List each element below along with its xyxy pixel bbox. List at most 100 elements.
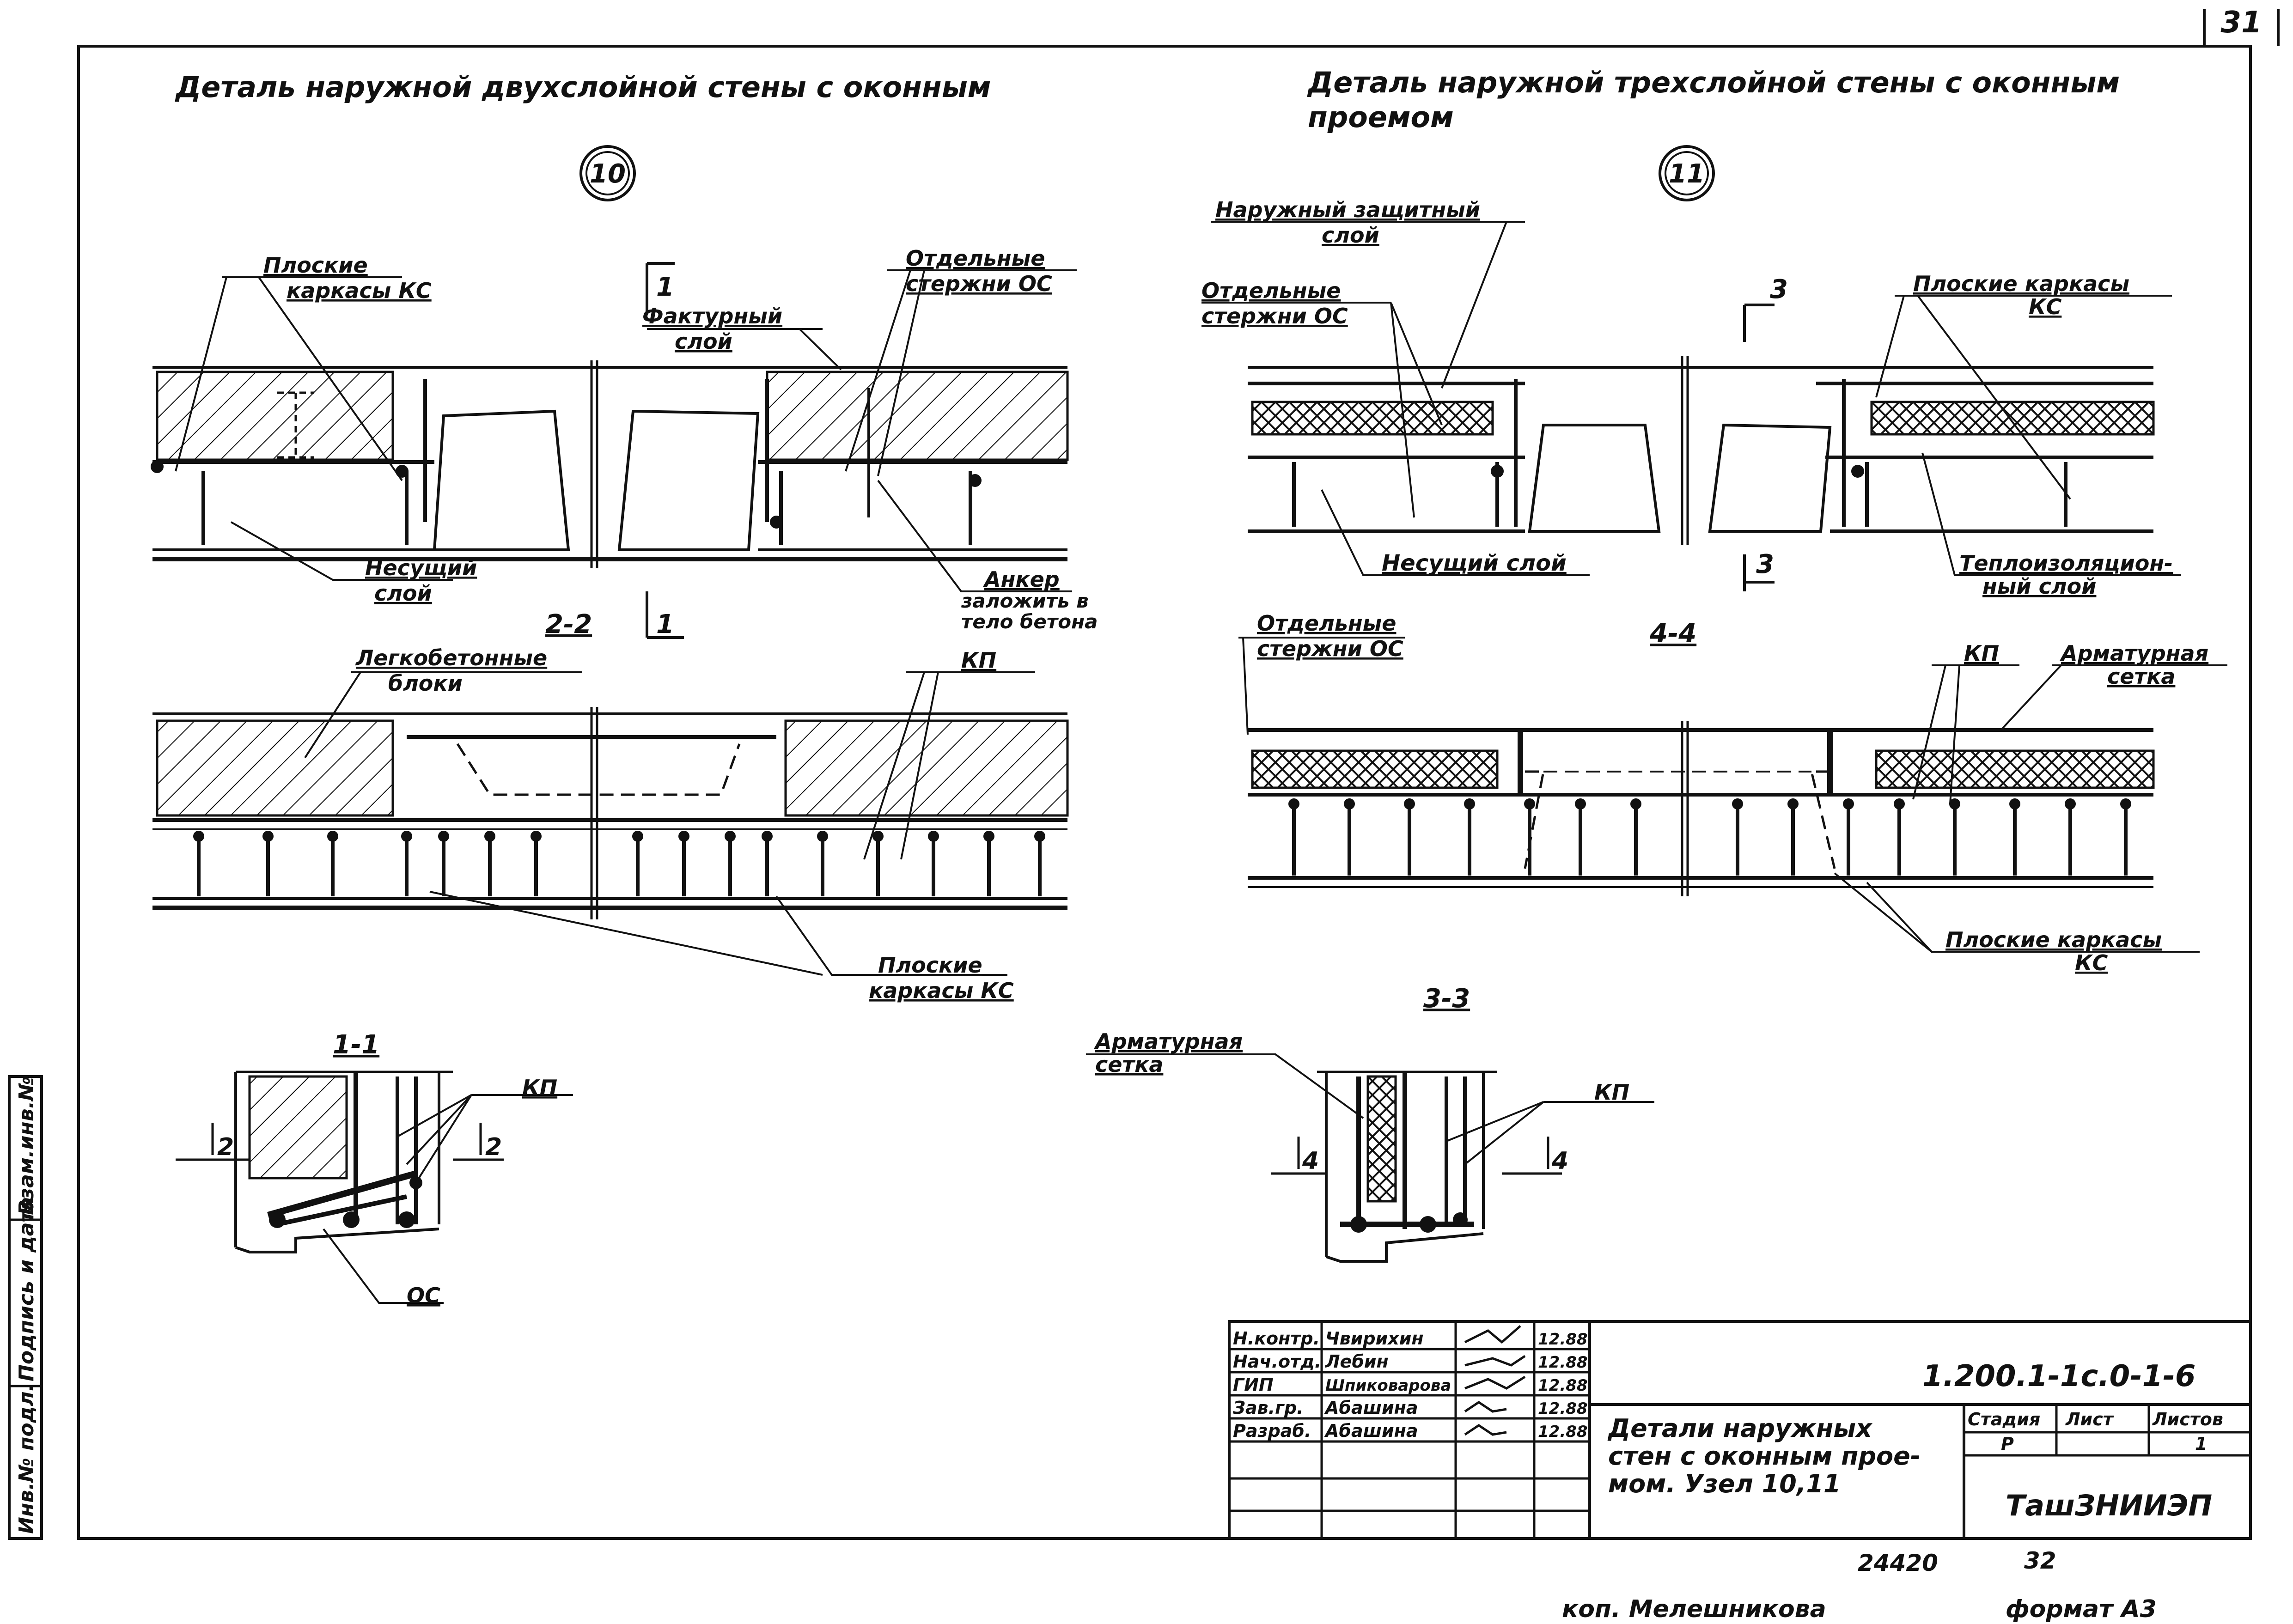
rebar-dot — [1288, 798, 1299, 809]
drawing-description-3: мом. Узел 10,11 — [1608, 1469, 1841, 1498]
svg-text:заложить в: заложить в — [961, 590, 1089, 612]
plan-node-11 — [1248, 356, 2155, 545]
rebar-dot — [438, 831, 449, 842]
svg-text:блоки: блоки — [388, 671, 463, 696]
callout-insulation: Теплоизоляцион- ный слой — [1921, 452, 2181, 599]
svg-text:Плоские: Плоские — [878, 953, 982, 978]
svg-text:Отдельные: Отдельные — [1257, 611, 1396, 636]
section-2-2-rods — [193, 831, 1045, 896]
svg-text:КС: КС — [2075, 950, 2108, 975]
page-number: 31 — [2220, 6, 2262, 40]
cut-mark-2-right: 2 — [485, 1133, 502, 1161]
cut-mark-2-left: 2 — [217, 1133, 234, 1161]
svg-text:Чвирихин: Чвирихин — [1325, 1328, 1424, 1349]
stage-header: Стадия — [1968, 1409, 2040, 1429]
svg-text:слой: слой — [374, 581, 432, 606]
svg-text:12.88: 12.88 — [1538, 1399, 1588, 1418]
callout-light-blocks: Легкобетонные блоки — [304, 645, 582, 759]
rebar-dot — [1344, 798, 1355, 809]
callout-separate-rods-right: Отдельные стержни ОС — [1201, 278, 1443, 518]
side-stamp: Инв.№ подл. Подпись и дата Взам.инв.№ — [8, 1075, 43, 1540]
svg-text:1: 1 — [656, 609, 674, 639]
sheet-format: формат А3 — [2006, 1595, 2157, 1623]
callout-kp-s33: КП — [1446, 1080, 1654, 1165]
cut-mark-4-left: 4 — [1302, 1147, 1319, 1175]
svg-text:Отдельные: Отдельные — [906, 246, 1045, 271]
rebar-dot — [983, 831, 994, 842]
svg-text:Абашина: Абашина — [1324, 1421, 1418, 1441]
sheets-header: Листов — [2152, 1409, 2223, 1429]
node-marker-11: 11 — [1659, 145, 1715, 201]
sheet-header: Лист — [2065, 1409, 2114, 1429]
svg-text:Плоские каркасы: Плоские каркасы — [1945, 927, 2162, 952]
section-4-4-rods — [1288, 798, 2131, 876]
drawing-description-1: Детали наружных — [1607, 1414, 1873, 1443]
title-block-names: Чвирихин Лебин Шпиковарова Абашина Абаши… — [1324, 1328, 1451, 1441]
rebar-dot — [193, 831, 204, 842]
rebar-dot — [632, 831, 643, 842]
svg-text:Несущий слой: Несущий слой — [1382, 550, 1567, 576]
svg-text:Шпиковарова: Шпиковарова — [1325, 1376, 1451, 1395]
rebar-dot — [1949, 798, 1960, 809]
cut-mark-1-top: 1 — [646, 262, 675, 314]
section-title-2-2: 2-2 — [545, 609, 592, 639]
stamp-replace: Взам.инв.№ — [15, 1077, 38, 1215]
cut-mark-4-right: 4 — [1551, 1147, 1568, 1175]
rebar-dot — [928, 831, 939, 842]
svg-text:Наружный защитный: Наружный защитный — [1215, 197, 1480, 222]
svg-text:стержни ОС: стержни ОС — [1201, 304, 1348, 328]
callout-facade-layer: Фактурный слой — [642, 304, 842, 371]
svg-text:слой: слой — [1322, 223, 1379, 248]
svg-text:3: 3 — [1770, 274, 1788, 304]
section-1-1 — [176, 1071, 504, 1253]
rebar-dot — [401, 831, 412, 842]
rebar-dot — [872, 831, 884, 842]
rebar-dot — [725, 831, 736, 842]
archive-sheet: 32 — [2024, 1547, 2056, 1574]
svg-text:Анкер: Анкер — [983, 567, 1060, 592]
rebar-dot — [1732, 798, 1743, 809]
drawing-code: 1.200.1-1с.0-1-6 — [1922, 1359, 2195, 1393]
svg-text:ный слой: ный слой — [1982, 574, 2096, 599]
rebar-dot — [1524, 798, 1535, 809]
svg-text:Зав.гр.: Зав.гр. — [1232, 1398, 1304, 1418]
svg-text:Арматурная: Арматурная — [2060, 641, 2208, 666]
rebar-dot — [2009, 798, 2020, 809]
stage-value: Р — [2001, 1434, 2014, 1454]
rebar-dot — [1404, 798, 1415, 809]
svg-text:12.88: 12.88 — [1538, 1353, 1588, 1372]
title-right-line2: проемом — [1308, 100, 1454, 134]
svg-text:Абашина: Абашина — [1324, 1398, 1418, 1418]
callout-kp-left: КП — [863, 648, 1035, 860]
svg-text:Н.контр.: Н.контр. — [1233, 1328, 1320, 1349]
cut-mark-3-bottom: 3 — [1743, 549, 1775, 591]
svg-text:КС: КС — [2029, 294, 2062, 319]
callout-flat-frames-bottom: Плоские каркасы КС — [429, 891, 1014, 1003]
svg-text:12.88: 12.88 — [1538, 1330, 1588, 1349]
stamp-signature: Подпись и дата — [15, 1197, 38, 1381]
callout-bearing-layer-right: Несущий слой — [1321, 489, 1590, 576]
node-marker-10: 10 — [579, 145, 636, 201]
sheet-frame — [77, 45, 2252, 1540]
rebar-dot — [262, 831, 274, 842]
svg-text:12.88: 12.88 — [1538, 1423, 1588, 1441]
callout-separate-rods-4-4: Отдельные стержни ОС — [1238, 611, 1405, 735]
rebar-dot — [1575, 798, 1586, 809]
sheets-value: 1 — [2195, 1434, 2207, 1454]
rebar-dot — [1630, 798, 1641, 809]
svg-text:Легкобетонные: Легкобетонные — [355, 645, 547, 670]
rebar-dot — [817, 831, 828, 842]
callout-bearing-layer-left: Несущий слой — [231, 521, 477, 606]
svg-text:сетка: сетка — [2107, 664, 2175, 689]
svg-text:КП: КП — [1964, 641, 1999, 666]
title-block-signatures — [1464, 1325, 1526, 1436]
page-number-box: 31 — [2203, 6, 2280, 46]
callout-kp-s11: КП — [397, 1075, 573, 1184]
svg-text:Теплоизоляцион-: Теплоизоляцион- — [1959, 551, 2173, 576]
rebar-dot — [678, 831, 689, 842]
svg-text:каркасы КС: каркасы КС — [869, 978, 1014, 1003]
svg-text:11: 11 — [1669, 159, 1705, 189]
rebar-dot — [1894, 798, 1905, 809]
callout-kp-right: КП — [1912, 641, 2019, 804]
callout-protective-layer: Наружный защитный слой — [1211, 197, 1525, 389]
